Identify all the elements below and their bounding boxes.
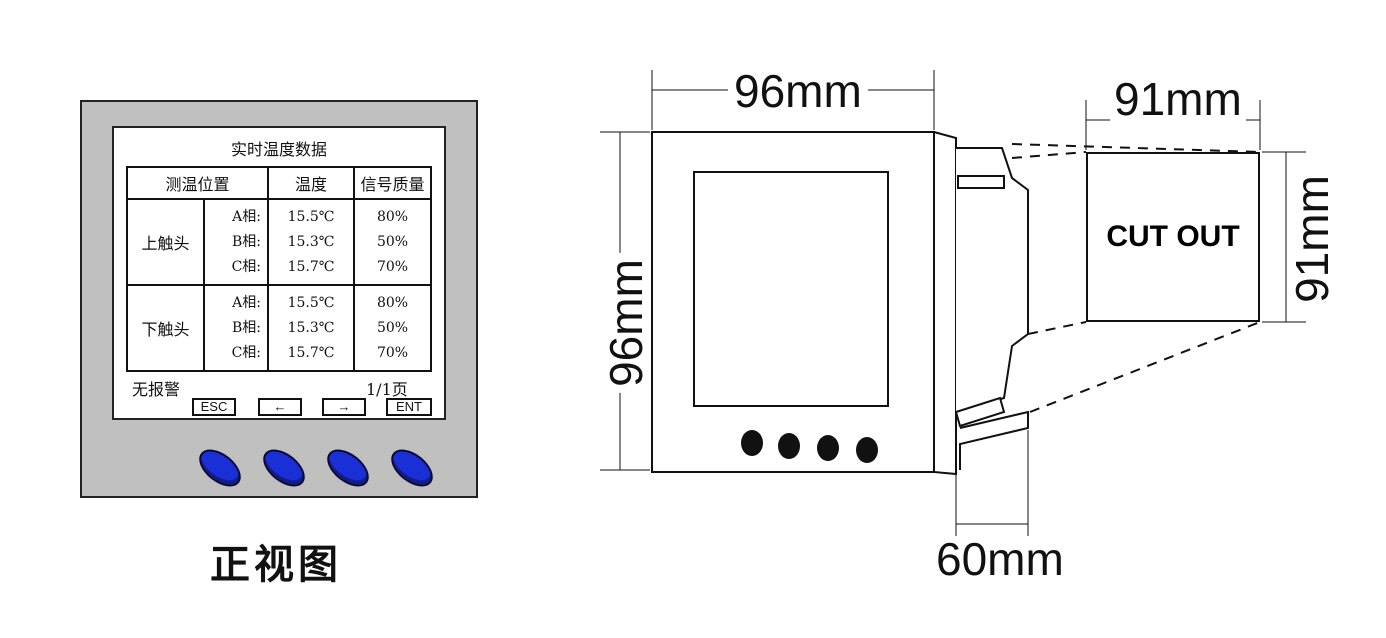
temperature-list: 15.5℃ 15.3℃ 15.7℃ (267, 284, 355, 372)
rear-connector (959, 410, 1029, 470)
projection-line (1027, 321, 1087, 335)
button-dot (778, 433, 800, 459)
alarm-status: 无报警 (132, 380, 181, 399)
signal-value: 50% (376, 319, 409, 336)
phase-list: A相: B相: C相: (203, 284, 269, 372)
button-dot (856, 437, 878, 463)
table-row-upper-contact: 上触头 A相: B相: C相: 15.5℃ 15.3℃ 15.7℃ 80% 50… (126, 198, 432, 286)
temperature-value: 15.3℃ (287, 319, 335, 336)
button-dot (817, 435, 839, 461)
temperature-table: 测温位置 温度 信号质量 上触头 A相: B相: C相: 15.5℃ 15.3℃… (126, 166, 432, 372)
temperature-value: 15.7℃ (287, 258, 335, 275)
group-upper-contact: 上触头 (126, 198, 205, 286)
height-dimension-label: 96mm (600, 253, 652, 393)
bezel-side (933, 130, 957, 476)
phase-label: C相: (231, 344, 261, 361)
projection-line (1011, 143, 1261, 153)
cutout-width-label: 91mm (1110, 76, 1246, 122)
enter-softkey: ENT (386, 398, 432, 416)
screen-window (693, 171, 889, 407)
header-signal-quality: 信号质量 (353, 166, 432, 200)
temperature-list: 15.5℃ 15.3℃ 15.7℃ (267, 198, 355, 286)
signal-value: 70% (376, 258, 409, 275)
group-lower-contact: 下触头 (126, 284, 205, 372)
phase-label: A相: (232, 208, 261, 225)
housing-side (955, 147, 1029, 415)
signal-list: 80% 50% 70% (353, 284, 432, 372)
phase-label: B相: (231, 319, 261, 336)
phase-label: C相: (231, 258, 261, 275)
header-location: 测温位置 (126, 166, 269, 200)
signal-list: 80% 50% 70% (353, 198, 432, 286)
header-temperature: 温度 (267, 166, 355, 200)
cutout-height-label: 91mm (1286, 171, 1338, 307)
phase-list: A相: B相: C相: (203, 198, 269, 286)
table-header-row: 测温位置 温度 信号质量 (126, 166, 432, 200)
table-row-lower-contact: 下触头 A相: B相: C相: 15.5℃ 15.3℃ 15.7℃ 80% 50… (126, 284, 432, 372)
cutout-box: CUT OUT (1086, 152, 1260, 322)
signal-value: 50% (376, 233, 409, 250)
signal-value: 80% (376, 294, 409, 311)
esc-softkey: ESC (192, 398, 236, 416)
temperature-value: 15.5℃ (287, 294, 335, 311)
width-dimension-label: 96mm (728, 68, 868, 114)
screen-title: 实时温度数据 (230, 140, 327, 159)
bottom-clip (954, 396, 1006, 428)
projection-line (1029, 321, 1261, 413)
lcd-screen: 实时温度数据 测温位置 温度 信号质量 上触头 A相: B相: C相: 15.5… (112, 126, 446, 420)
phase-label: B相: (231, 233, 261, 250)
button-dot (741, 430, 763, 456)
left-arrow-softkey: ← (258, 398, 302, 416)
right-arrow-softkey: → (322, 398, 366, 416)
phase-label: A相: (232, 294, 261, 311)
temperature-value: 15.3℃ (287, 233, 335, 250)
signal-value: 80% (376, 208, 409, 225)
front-view-caption: 正视图 (210, 542, 342, 588)
signal-value: 70% (376, 344, 409, 361)
temperature-value: 15.7℃ (287, 344, 335, 361)
projection-line (1011, 151, 1087, 159)
top-clip (957, 175, 1005, 189)
page-indicator: 1/1页 (366, 380, 408, 399)
temperature-value: 15.5℃ (287, 208, 335, 225)
depth-dimension-label: 60mm (936, 533, 1064, 585)
cutout-label: CUT OUT (1106, 220, 1240, 253)
